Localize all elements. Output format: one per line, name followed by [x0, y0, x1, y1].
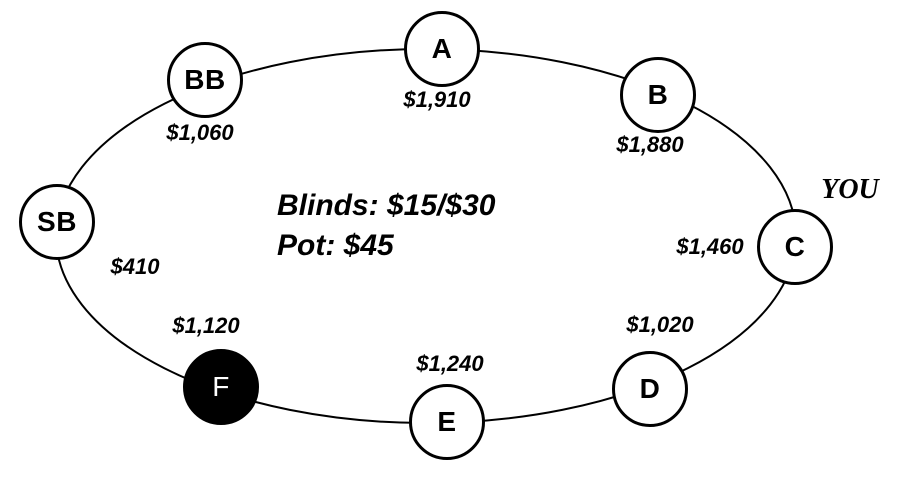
you-label: YOU — [821, 174, 879, 205]
seat-c: C — [757, 209, 833, 285]
seat-bb-stack: $1,060 — [166, 120, 234, 145]
seat-b-stack: $1,880 — [616, 132, 684, 157]
seat-d-stack: $1,020 — [626, 312, 694, 337]
seat-a-label: A — [431, 33, 453, 64]
seat-d-label: D — [639, 373, 661, 404]
blinds-label: Blinds: $15/$30 — [277, 189, 496, 222]
pot-label: Pot: $45 — [277, 229, 394, 262]
seat-bb-label: BB — [184, 64, 226, 95]
seat-e-label: E — [437, 406, 457, 437]
seat-c-stack: $1,460 — [676, 234, 744, 259]
seat-a-stack: $1,910 — [403, 87, 471, 112]
seat-sb: SB — [19, 184, 95, 260]
seat-c-label: C — [784, 231, 806, 262]
seat-d: D — [612, 351, 688, 427]
table-info: Blinds: $15/$30 Pot: $45 — [277, 186, 495, 266]
seat-b: B — [620, 57, 696, 133]
seat-sb-stack: $410 — [110, 254, 160, 279]
seat-b-label: B — [647, 79, 669, 110]
seat-e: E — [409, 384, 485, 460]
seat-a: A — [404, 11, 480, 87]
seat-f: F — [183, 349, 259, 425]
seat-f-stack: $1,120 — [172, 313, 240, 338]
seat-e-stack: $1,240 — [416, 351, 484, 376]
seat-bb: BB — [167, 42, 243, 118]
seat-f-label: F — [212, 371, 230, 402]
seat-sb-label: SB — [37, 206, 77, 237]
